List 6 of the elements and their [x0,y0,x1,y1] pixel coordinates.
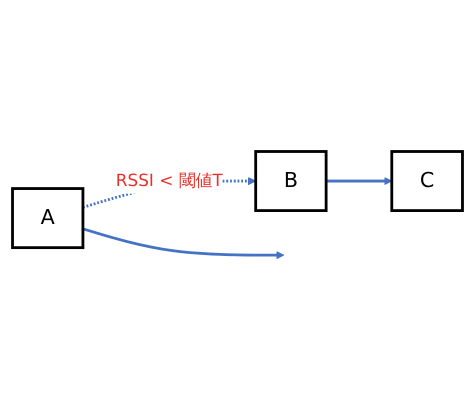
node-box: A [11,187,84,250]
node-box: B [254,150,328,212]
node-box: C [390,150,464,212]
arrow [326,177,392,186]
arrow [82,228,284,260]
edge-label: RSSI < 閾値T [116,171,223,192]
